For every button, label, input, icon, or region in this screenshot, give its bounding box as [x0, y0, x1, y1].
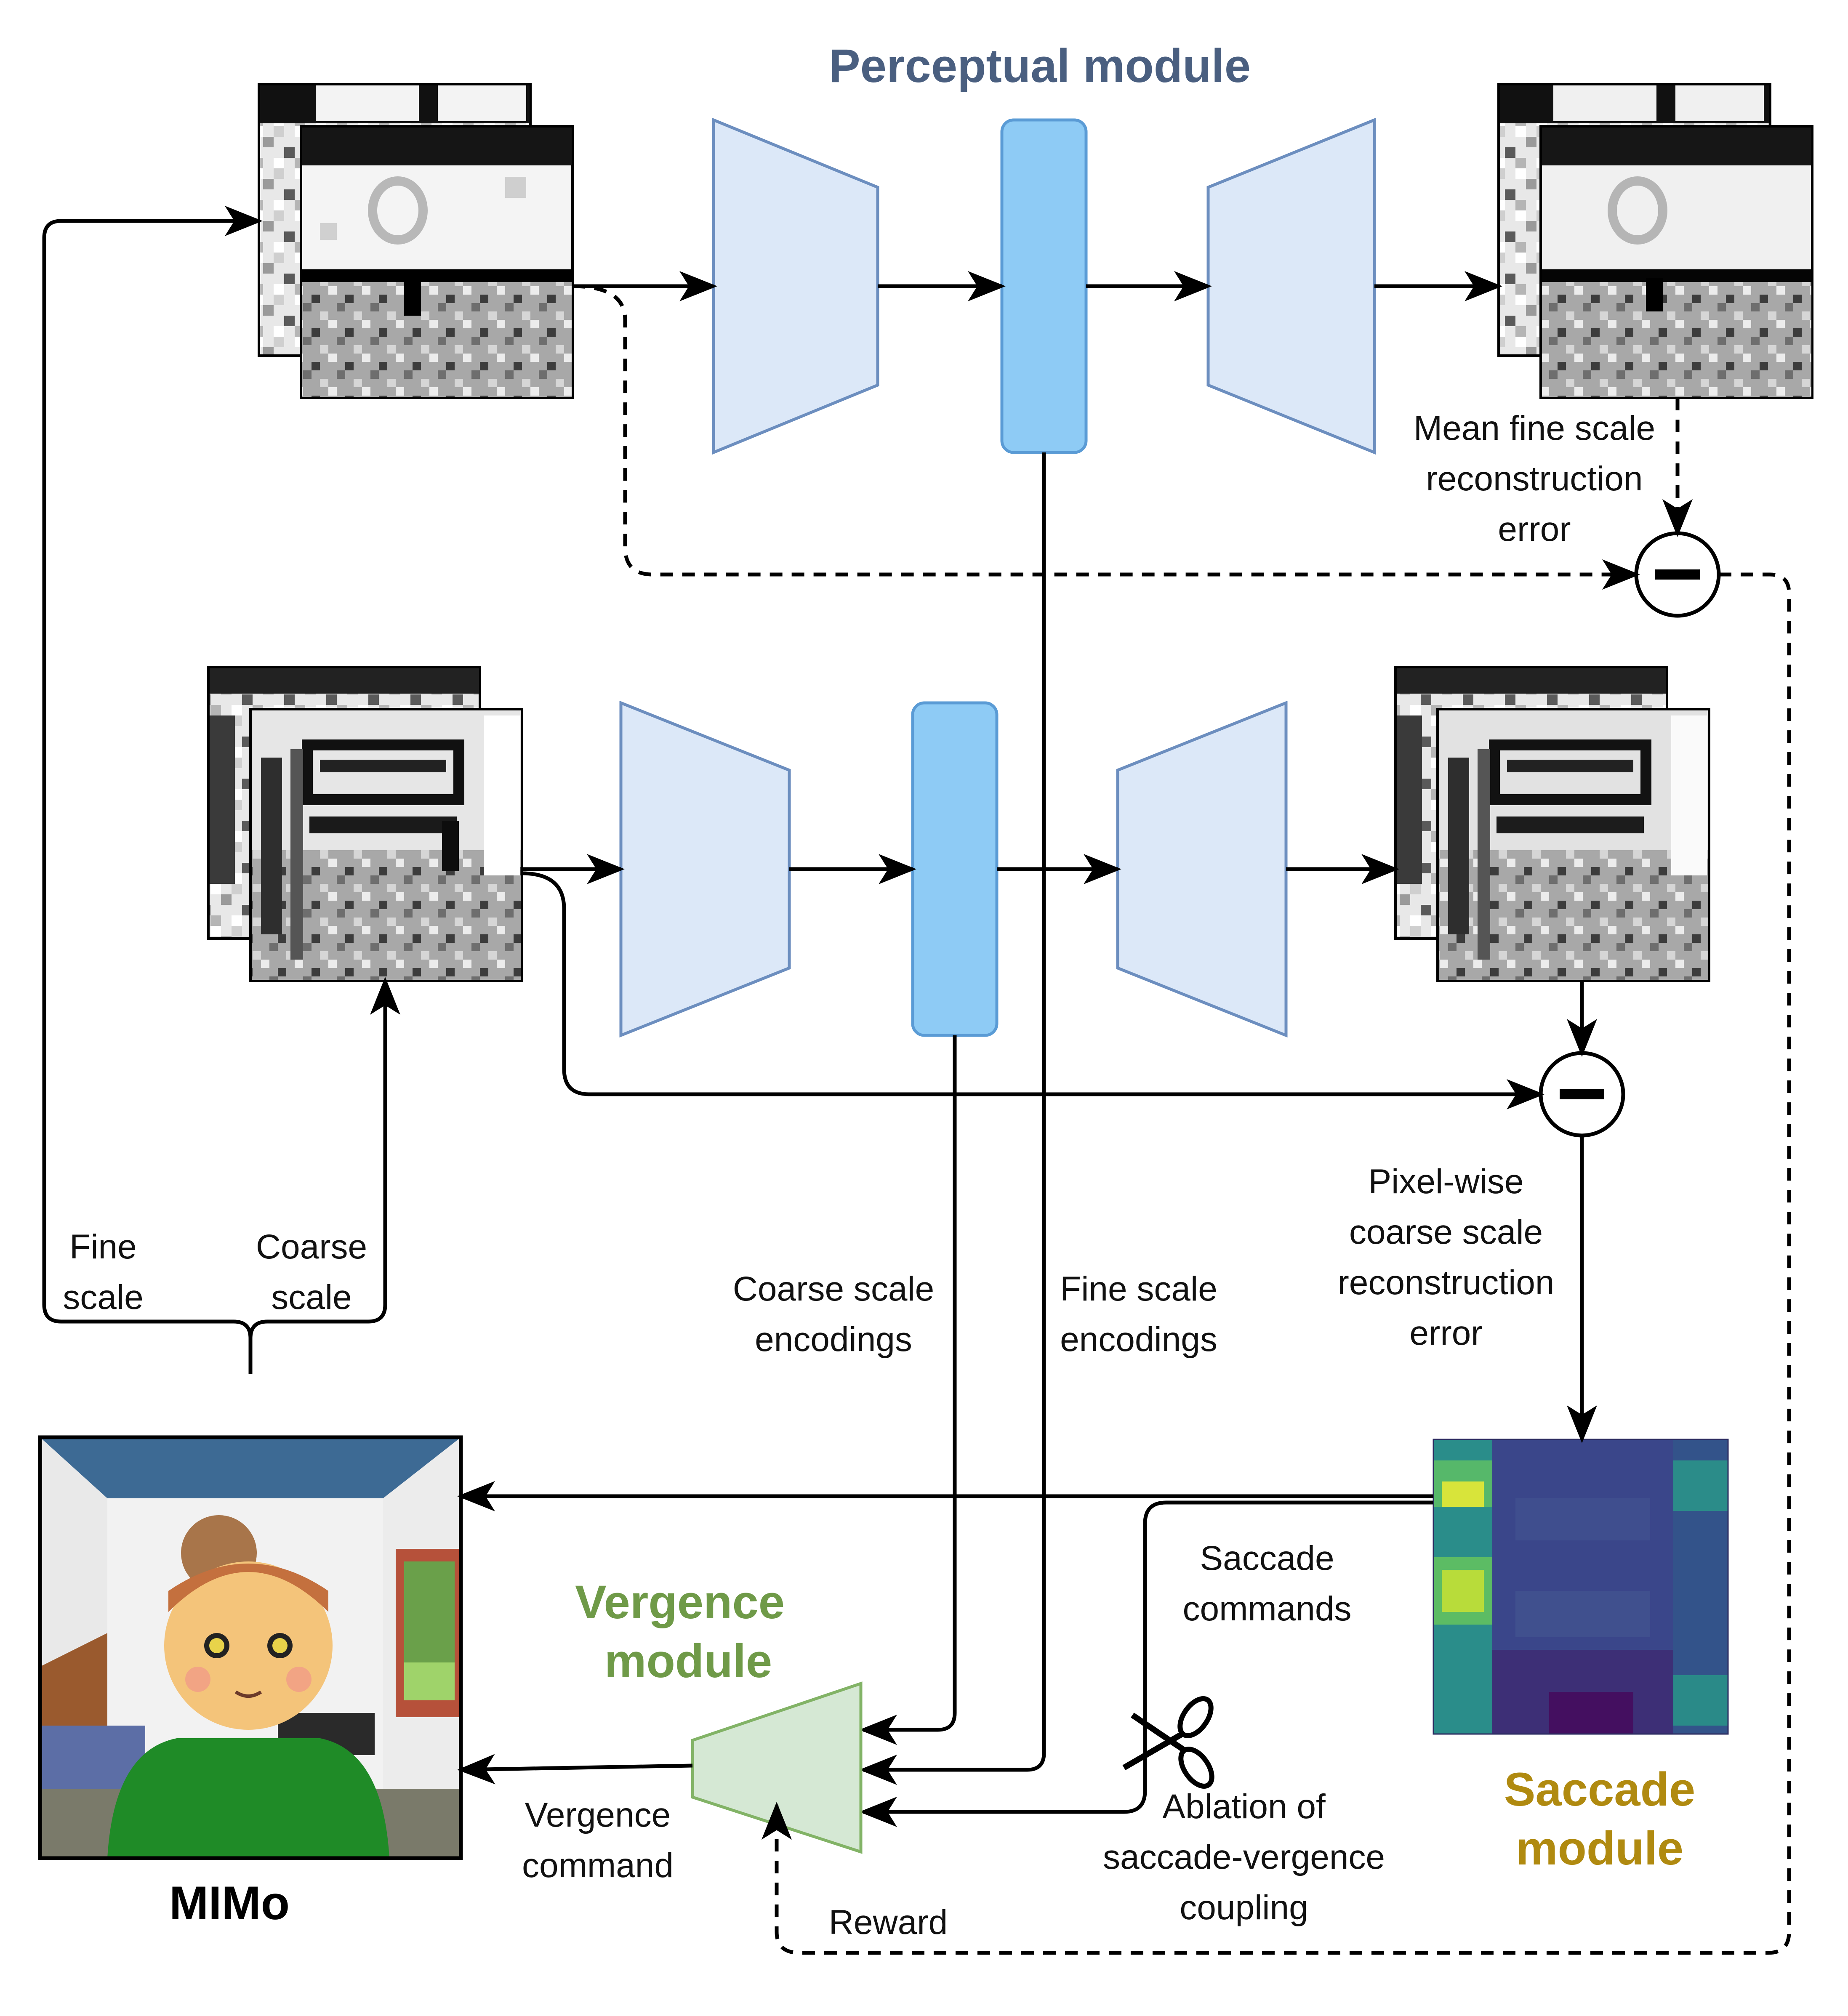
coarse-scale-label: Coarse scale	[256, 1228, 367, 1317]
fine-reconstruction-images	[1497, 83, 1813, 399]
saccade-to-vergence-coupling-arrow	[859, 1500, 1433, 1827]
vergence-command-label: Vergence command	[522, 1796, 674, 1885]
scissors-icon	[1122, 1696, 1214, 1789]
fine-input-images	[258, 83, 574, 399]
fine-encodings-to-vergence-arrow	[859, 452, 1046, 1785]
reward-label: Reward	[829, 1903, 948, 1942]
reward-dashed-arrow	[762, 572, 1791, 1955]
svg-text:Vergence: Vergence	[525, 1796, 671, 1834]
coarse-latent	[911, 701, 999, 1037]
perceptual-module-title: Perceptual module	[829, 40, 1251, 92]
vergence-module-title-line2: module	[604, 1635, 772, 1687]
vergence-network	[691, 1681, 863, 1854]
fine-encodings-label: Fine scale encodings	[1060, 1270, 1217, 1359]
coarse-input-image-front	[249, 708, 523, 982]
svg-text:coarse scale: coarse scale	[1349, 1213, 1543, 1251]
svg-text:scale: scale	[271, 1278, 351, 1317]
coarse-input-images	[207, 666, 523, 982]
svg-text:Fine scale: Fine scale	[1060, 1270, 1217, 1308]
svg-text:Coarse: Coarse	[256, 1228, 367, 1266]
coarse-encodings-label: Coarse scale encodings	[733, 1270, 935, 1359]
svg-text:Coarse scale: Coarse scale	[733, 1270, 935, 1308]
fine-input-to-subtract-dashed-arrow	[572, 284, 1640, 590]
coarse-reconstruction-images	[1394, 666, 1710, 982]
svg-text:saccade-vergence: saccade-vergence	[1103, 1838, 1385, 1876]
ablation-label: Ablation of saccade-vergence coupling	[1103, 1787, 1385, 1927]
coarse-decoder	[1116, 700, 1288, 1038]
svg-text:scale: scale	[63, 1278, 143, 1317]
coarse-scale-feed-arrow	[248, 977, 400, 1374]
svg-text:reconstruction: reconstruction	[1337, 1263, 1554, 1302]
svg-text:Ablation of: Ablation of	[1162, 1787, 1326, 1826]
mimo-label: MIMo	[169, 1877, 290, 1929]
fine-decoder	[1206, 117, 1376, 455]
mean-fine-error-label: Mean fine scale reconstruction error	[1414, 409, 1655, 548]
coarse-reconstruction-image-front	[1436, 708, 1710, 982]
svg-text:Fine: Fine	[69, 1228, 137, 1266]
svg-text:coupling: coupling	[1180, 1888, 1308, 1927]
svg-text:Saccade: Saccade	[1200, 1539, 1334, 1577]
svg-text:Pixel-wise: Pixel-wise	[1368, 1162, 1523, 1201]
mimo-agent-view	[38, 1435, 463, 1860]
svg-text:encodings: encodings	[755, 1320, 912, 1359]
svg-text:command: command	[522, 1846, 674, 1885]
coarse-error-subtract-operator	[1539, 1051, 1625, 1138]
svg-text:error: error	[1409, 1314, 1482, 1352]
fine-error-subtract-operator	[1634, 531, 1721, 618]
coarse-input-to-subtract-arrow	[522, 871, 1544, 1109]
fine-scale-feed-arrow	[42, 206, 263, 1374]
svg-text:commands: commands	[1182, 1590, 1351, 1628]
fine-encoder	[712, 117, 879, 455]
fine-scale-label: Fine scale	[63, 1228, 143, 1317]
fine-reconstruction-image-front	[1539, 125, 1813, 399]
saccade-module-title-line1: Saccade	[1504, 1763, 1696, 1816]
svg-text:reconstruction: reconstruction	[1426, 460, 1643, 498]
fine-input-image-front	[300, 125, 574, 399]
saccade-module-title-line2: module	[1516, 1822, 1683, 1875]
coarse-encoder	[619, 700, 791, 1038]
pixel-coarse-error-label: Pixel-wise coarse scale reconstruction e…	[1337, 1162, 1554, 1352]
svg-text:Mean fine scale: Mean fine scale	[1414, 409, 1655, 447]
svg-text:error: error	[1498, 510, 1571, 548]
coarse-encodings-to-vergence-arrow	[859, 1035, 957, 1745]
fine-latent	[1000, 118, 1088, 454]
vergence-module-title-line1: Vergence	[575, 1576, 785, 1628]
saccade-heatmap	[1433, 1439, 1729, 1735]
saccade-commands-label: Saccade commands	[1182, 1539, 1351, 1628]
vergence-command-arrow	[457, 1754, 693, 1785]
svg-text:encodings: encodings	[1060, 1320, 1217, 1359]
